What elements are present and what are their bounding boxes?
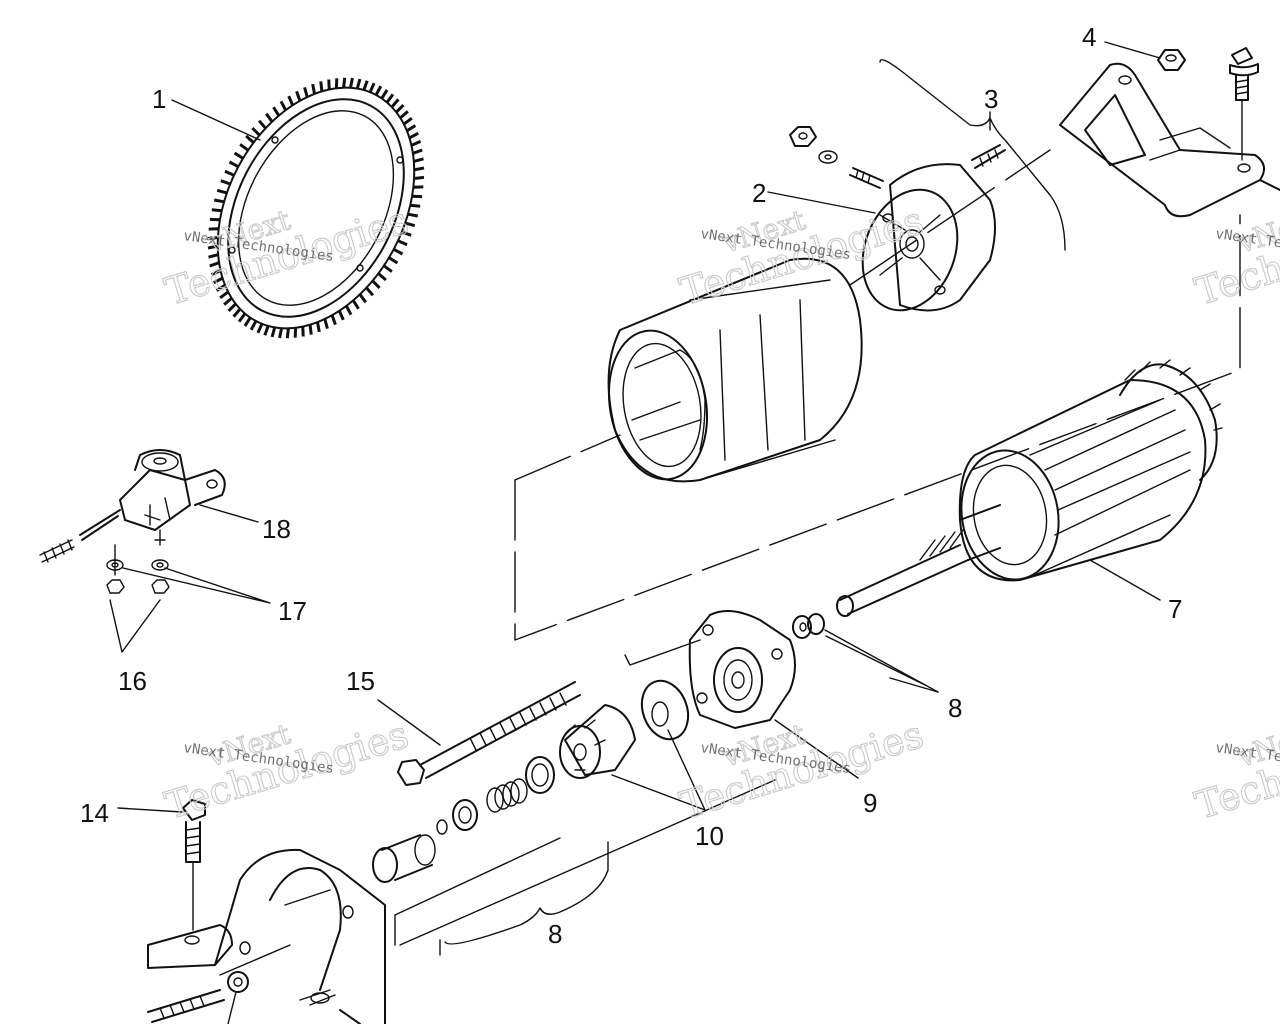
bracket-switch-part (39, 449, 226, 576)
callout-16: 16 (118, 666, 147, 696)
callout-9: 9 (863, 788, 877, 818)
watermark-group: vNext Technologies vNext Technologies vN… (159, 198, 1280, 829)
through-bolt-part-15 (397, 681, 581, 786)
watermark-word: Technologies (1190, 712, 1280, 828)
nut-part-4 (1157, 49, 1186, 71)
callout-1: 1 (152, 84, 166, 114)
callout-17: 17 (278, 596, 307, 626)
ring-gear-teeth (207, 77, 425, 339)
bolt-part-14 (182, 799, 206, 931)
callout-14: 14 (80, 798, 109, 828)
springs-collars (372, 756, 555, 883)
leader-lines (109, 41, 1161, 956)
callout-15: 15 (346, 666, 375, 696)
callout-8-bottom: 8 (548, 919, 562, 949)
guide-line-upper (849, 149, 1051, 286)
bolt-top-right (1229, 47, 1259, 161)
callout-3: 3 (984, 84, 998, 114)
watermark-word: Technologies (1190, 198, 1280, 314)
ring-gear-part (207, 77, 425, 339)
washer-part-8-right (792, 613, 825, 639)
callout-2: 2 (752, 178, 766, 208)
callout-10: 10 (695, 821, 724, 851)
callout-4: 4 (1082, 22, 1096, 52)
nuts-washers-parts (106, 559, 170, 594)
guide-line-drive (394, 639, 776, 946)
armature-part-7 (836, 359, 1223, 617)
lower-bracket-part (147, 848, 386, 1024)
callout-18: 18 (262, 514, 291, 544)
callout-7: 7 (1168, 594, 1182, 624)
pinion-part-10 (559, 679, 690, 779)
end-plate-part-9 (688, 610, 796, 729)
mounting-bracket-top (1059, 62, 1280, 218)
guide-line-housing (514, 214, 1241, 641)
gear-tooth-set (207, 77, 425, 339)
callout-labels: 1 2 3 4 7 8 8 9 10 14 15 16 17 18 (80, 22, 1182, 949)
callout-8-right: 8 (948, 693, 962, 723)
motor-housing-part (607, 257, 863, 483)
end-cap-part-2 (789, 126, 1006, 312)
